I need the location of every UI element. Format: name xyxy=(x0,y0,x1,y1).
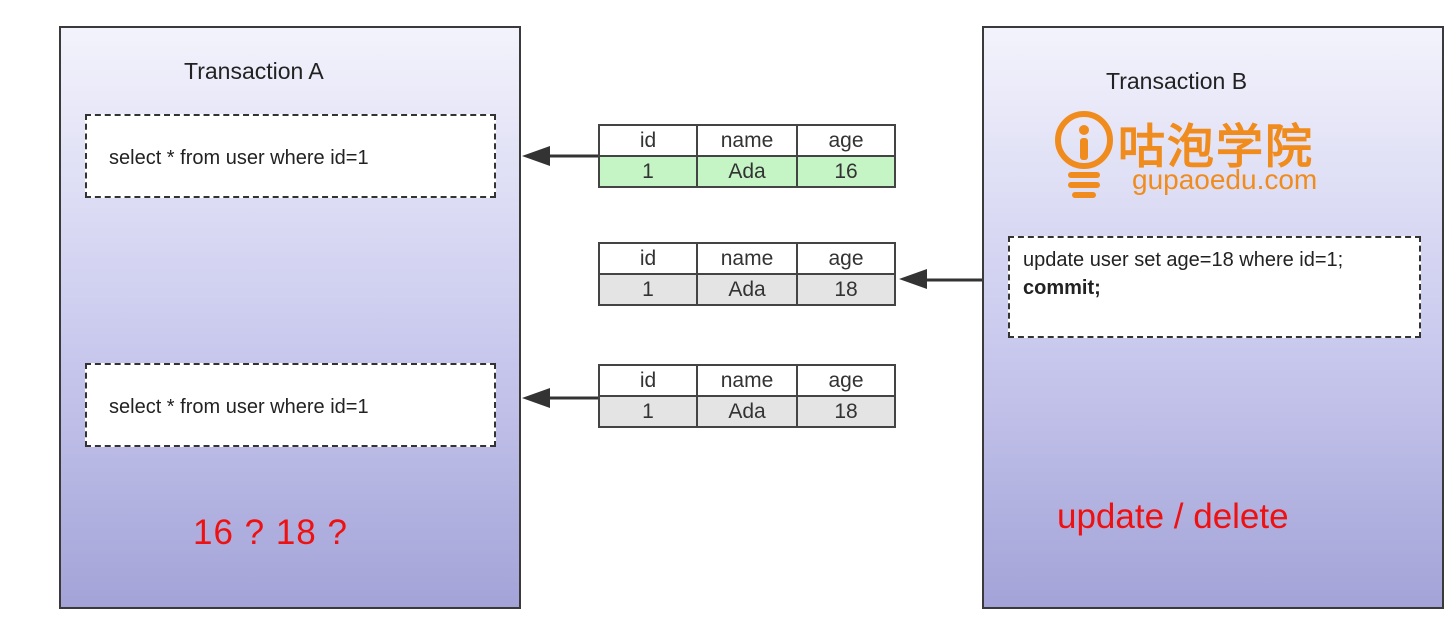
cell-id: 1 xyxy=(598,155,698,188)
brand-logo: 咕泡学院 gupaoedu.com xyxy=(1050,110,1370,200)
cell-age: 18 xyxy=(796,273,896,306)
header-cell: age xyxy=(796,364,896,397)
transaction-a-first-select: select * from user where id=1 xyxy=(85,114,496,198)
result-question: 16 ? 18 ? xyxy=(193,513,348,552)
data-table-reread: id name age 1 Ada 18 xyxy=(598,364,896,428)
table-header-row: id name age xyxy=(598,124,896,157)
transaction-a-title: Transaction A xyxy=(184,58,324,84)
second-select-text: select * from user where id=1 xyxy=(109,396,369,418)
cell-name: Ada xyxy=(696,395,798,428)
arrow-table3-to-select2 xyxy=(522,388,598,408)
header-cell: age xyxy=(796,124,896,157)
data-table-updated: id name age 1 Ada 18 xyxy=(598,242,896,306)
brand-domain: gupaoedu.com xyxy=(1132,164,1318,195)
operations-label: update / delete xyxy=(1057,497,1289,536)
header-cell: name xyxy=(696,364,798,397)
header-cell: id xyxy=(598,124,698,157)
transaction-b-update-box: update user set age=18 where id=1; commi… xyxy=(1008,236,1421,338)
table-header-row: id name age xyxy=(598,364,896,397)
arrow-table1-to-select1 xyxy=(522,146,598,166)
brand-name-cn: 咕泡学院 xyxy=(1118,120,1314,175)
cell-id: 1 xyxy=(598,273,698,306)
transaction-b-title: Transaction B xyxy=(1106,68,1248,94)
header-cell: id xyxy=(598,364,698,397)
header-cell: name xyxy=(696,242,798,275)
first-select-text: select * from user where id=1 xyxy=(109,147,369,169)
cell-id: 1 xyxy=(598,395,698,428)
header-cell: name xyxy=(696,124,798,157)
cell-age: 16 xyxy=(796,155,896,188)
commit-text: commit; xyxy=(1023,277,1101,299)
arrowhead-icon xyxy=(522,146,550,166)
cell-name: Ada xyxy=(696,155,798,188)
transaction-b-panel: Transaction B 咕泡学院 gupaoedu.com update u… xyxy=(982,26,1444,609)
cell-age: 18 xyxy=(796,395,896,428)
header-cell: age xyxy=(796,242,896,275)
transaction-a-panel: Transaction A select * from user where i… xyxy=(59,26,521,609)
table-row: 1 Ada 16 xyxy=(598,155,896,188)
table-header-row: id name age xyxy=(598,242,896,275)
table-row: 1 Ada 18 xyxy=(598,273,896,306)
transaction-a-second-select: select * from user where id=1 xyxy=(85,363,496,447)
arrowhead-icon xyxy=(522,388,550,408)
table-row: 1 Ada 18 xyxy=(598,395,896,428)
header-cell: id xyxy=(598,242,698,275)
lightbulb-icon xyxy=(1055,111,1113,198)
arrowhead-icon xyxy=(899,269,927,289)
cell-name: Ada xyxy=(696,273,798,306)
arrow-update-to-table2 xyxy=(899,269,982,289)
update-sql-text: update user set age=18 where id=1; xyxy=(1023,249,1344,271)
data-table-original: id name age 1 Ada 16 xyxy=(598,124,896,188)
